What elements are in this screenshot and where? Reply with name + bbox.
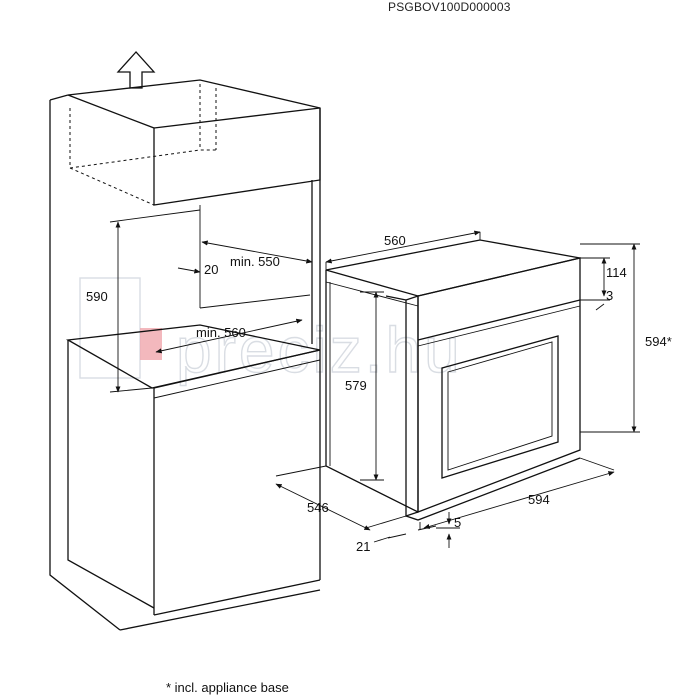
dim-594h-line [423,471,615,529]
watermark-accent [140,328,162,360]
cabinet-left-top [49,94,69,101]
dim-546-label: 546 [307,500,329,515]
dim-594v-label: 594* [645,334,672,349]
door-bottom-edge [153,579,321,616]
oven-control-panel-line-2 [417,305,581,347]
dim-594h-label: 594 [528,492,550,507]
dim-546-line [275,483,371,531]
oven-window [441,335,559,479]
dim-590-ext-bottom [109,387,153,393]
oven-front-thickness [405,295,419,517]
arrow-up-icon [116,51,156,89]
dim-560-label: 560 [384,233,406,248]
dim-3-leader [595,303,605,311]
dim-546-ext-right [365,515,407,529]
dim-546-ext-left [275,465,327,477]
dim-21-ticks [387,525,437,539]
model-code: PSGBOV100D000003 [388,0,511,14]
cabinet: 590 min. 550 20 min. 560 [49,79,321,631]
dim-min550-line [201,240,313,264]
dim-21-label: 21 [356,539,370,554]
dim-560-line [325,230,481,264]
dim-590-label: 590 [86,289,108,304]
dim-594h-ext-right [579,457,615,471]
top-shelf-front [153,107,321,129]
footnote: * incl. appliance base [166,680,289,695]
oven-control-panel-line [417,299,581,341]
door-top-edge [153,349,321,389]
oven: 560 114 3 594* 579 546 [275,230,672,554]
oven-body-side-top [325,281,419,307]
dim-20-label: 20 [204,262,218,277]
dim-20-line [177,267,201,274]
niche-back-bottom [199,294,311,309]
top-shelf [67,79,321,206]
dim-3-label: 3 [606,288,613,303]
oven-front-thickness-top [385,295,407,301]
cabinet-left-side [49,100,121,631]
dim-min560-line [155,318,303,354]
cabinet-base [119,589,321,631]
oven-front-bottom [405,457,581,521]
dim-114-label: 114 [606,265,627,280]
dim-579-label: 579 [345,378,367,393]
dim-21-leader [373,536,391,543]
dim-5-label: 5 [454,515,461,530]
top-shelf-hidden-back [69,149,216,169]
dim-min560-label: min. 560 [196,325,246,340]
door-top-inner [153,359,321,399]
dim-min550-label: min. 550 [230,254,280,269]
oven-body-side [325,270,419,513]
dim-590-ext-top [109,209,201,223]
lower-left-side [67,340,155,609]
oven-window-inner [447,341,553,471]
